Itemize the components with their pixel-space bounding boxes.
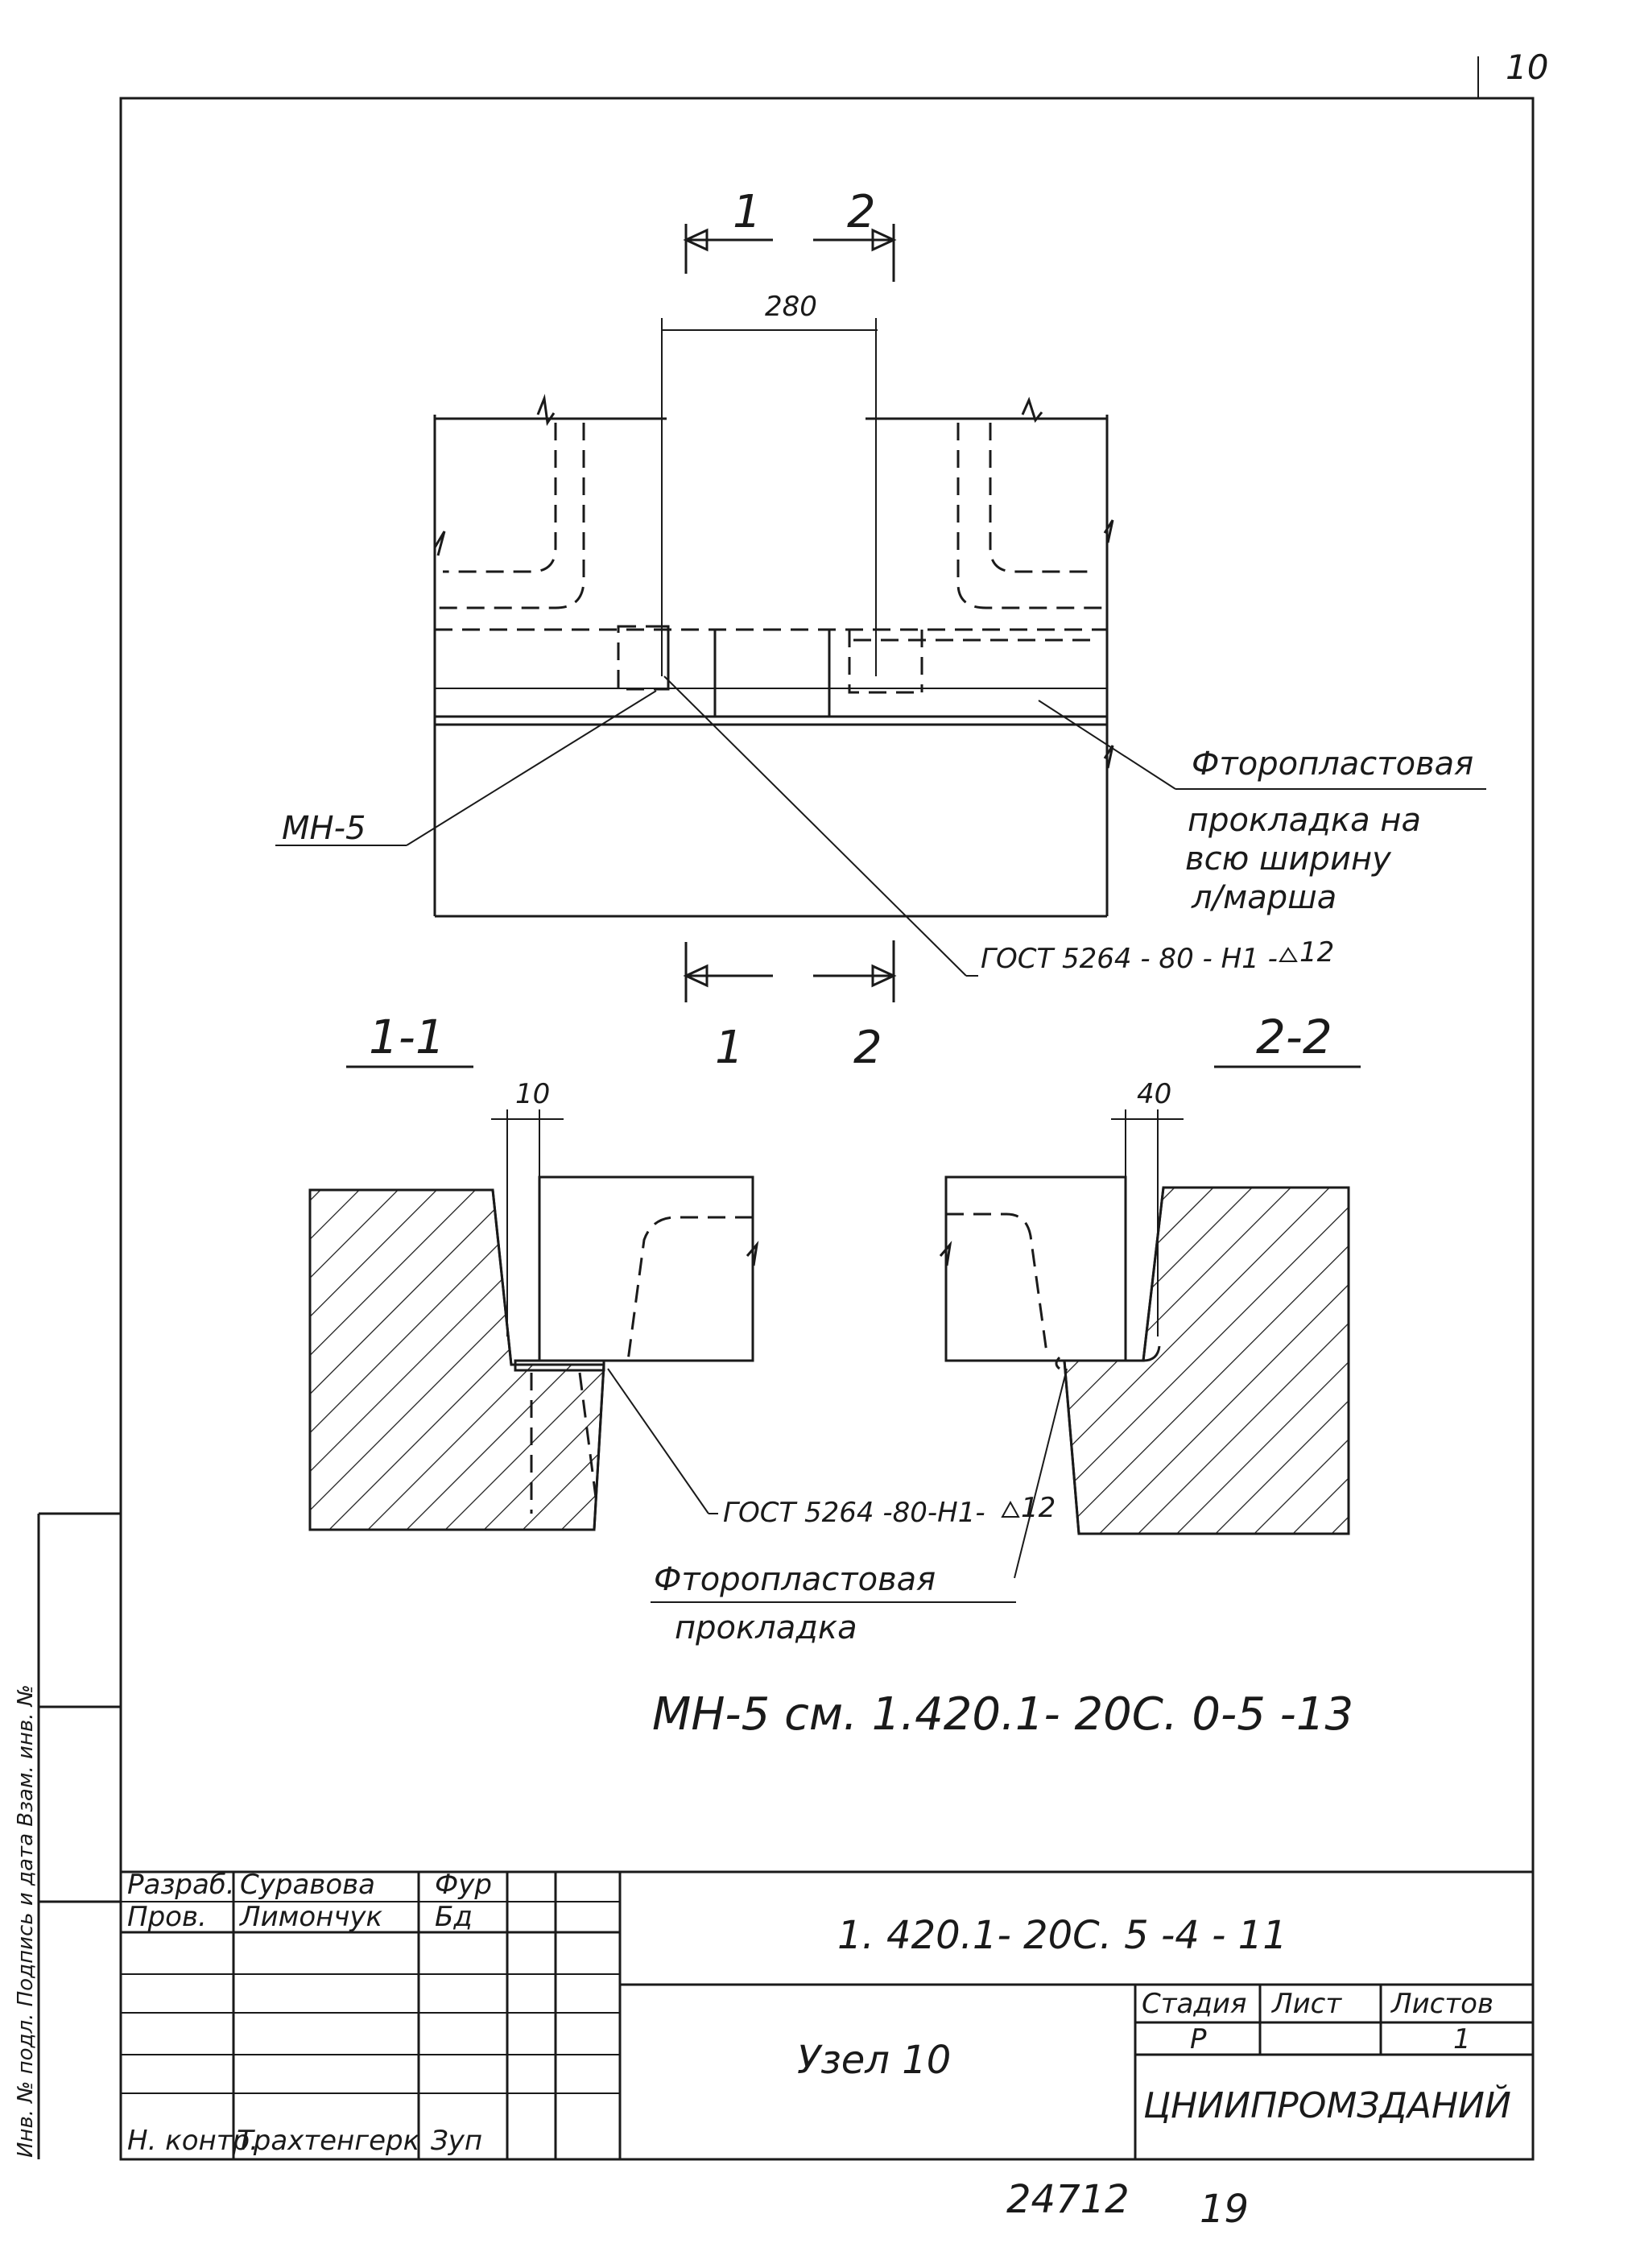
sheet-number: 10	[1506, 48, 1548, 87]
section-1-1-title: 1-1	[369, 1010, 445, 1064]
role-normcontrol: Н. контр.	[127, 2125, 258, 2157]
archive-number: 24712	[1006, 2177, 1130, 2222]
name-checker: Лимончук	[238, 1901, 383, 1933]
value-sheets: 1	[1453, 2023, 1471, 2055]
pad-label-line-1: Фторопластовая	[1192, 746, 1473, 783]
pad-label-line-2: прокладка на	[1188, 802, 1421, 839]
document-code: 1. 420.1- 20С. 5 -4 - 11	[837, 1913, 1287, 1958]
section-mark-2-top: 2	[847, 186, 876, 238]
dimension-40: 40	[1137, 1078, 1171, 1110]
header-sheet: Лист	[1270, 1988, 1342, 2020]
section-mark-2-bottom: 2	[853, 1022, 882, 1074]
weld-size-plan: 12	[1299, 936, 1334, 969]
signature-developer: Фур	[435, 1869, 492, 1901]
header-sheets: Листов	[1390, 1988, 1493, 2020]
organization: ЦНИИПРОМЗДАНИЙ	[1143, 2084, 1511, 2126]
section-2-2: 2-2 40	[939, 1010, 1361, 1535]
reference-note: МН-5 см. 1.420.1- 20С. 0-5 -13	[652, 1688, 1353, 1741]
title-block: Разраб. Суравова Фур Пров. Лимончук Бд Н…	[121, 1869, 1533, 2159]
weld-size-section: 12	[1021, 1492, 1056, 1524]
value-stage: Р	[1190, 2023, 1207, 2055]
weld-label-plan: ГОСТ 5264 - 80 - Н1 -	[981, 943, 1278, 975]
pad-label-section-line-2: прокладка	[675, 1609, 857, 1646]
section-mark-1-bottom: 1	[715, 1022, 744, 1074]
section-2-2-title: 2-2	[1256, 1010, 1332, 1064]
section-mark-1-top: 1	[733, 186, 762, 238]
role-checker: Пров.	[127, 1901, 207, 1933]
signature-normcontrol: Зуп	[431, 2125, 482, 2157]
dimension-280: 280	[765, 291, 817, 323]
weld-triangle-icon-section	[1001, 1500, 1020, 1518]
sheet-title: Узел 10	[797, 2038, 951, 2083]
left-margin-stamp: Инв. № подл. Подпись и дата Взам. инв. №	[14, 1512, 121, 2159]
pad-label-line-3: всю ширину	[1185, 841, 1392, 878]
plan-view: 1 2 280	[275, 186, 1486, 1074]
weld-label-section: ГОСТ 5264 -80-Н1-	[723, 1497, 985, 1529]
label-mh5: МН-5	[282, 810, 366, 847]
weld-triangle-icon	[1279, 947, 1298, 962]
pad-label-section-line-1: Фторопластовая	[654, 1561, 936, 1598]
section-1-1: 1-1 10	[308, 1010, 759, 1531]
left-margin-text: Инв. № подл. Подпись и дата Взам. инв. №	[14, 1684, 38, 2158]
name-developer: Суравова	[240, 1869, 375, 1901]
name-normcontrol: Трахтенгерк	[237, 2125, 420, 2157]
signature-checker: Бд	[435, 1901, 473, 1933]
section-notes: ГОСТ 5264 -80-Н1- 12 Фторопластовая прок…	[607, 1368, 1068, 1646]
page-number: 19	[1200, 2187, 1249, 2232]
pad-label-line-4: л/марша	[1191, 879, 1336, 916]
dimension-10: 10	[515, 1078, 550, 1110]
header-stage: Стадия	[1142, 1988, 1246, 2020]
sheet-frame	[119, 56, 1535, 2161]
role-developer: Разраб.	[127, 1869, 235, 1901]
